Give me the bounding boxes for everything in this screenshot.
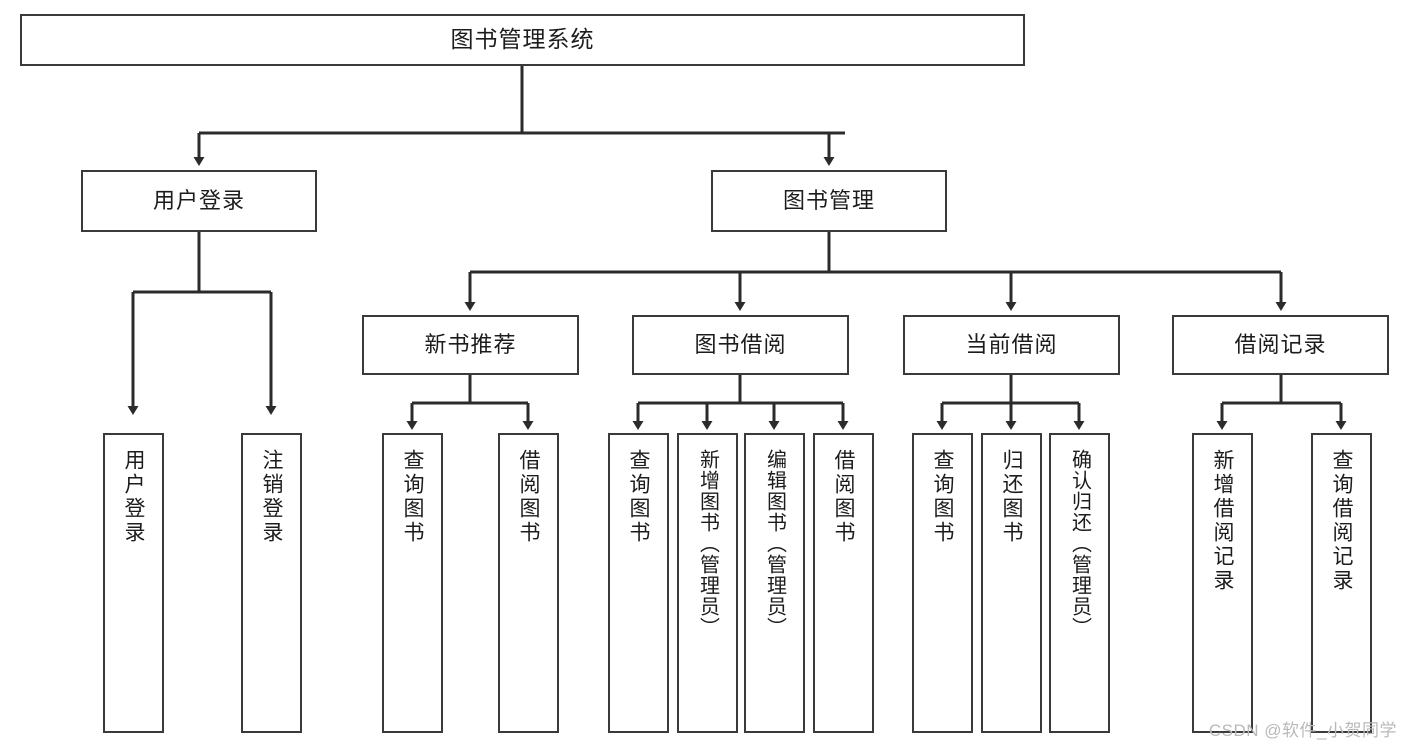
leaf-add-book-admin[interactable]: 新增图书（管理员） — [677, 433, 738, 733]
node-label: 查询图书 — [401, 449, 424, 545]
node-book-borrow[interactable]: 图书借阅 — [632, 315, 849, 375]
node-label: 图书管理系统 — [450, 26, 595, 53]
leaf-query-book-current[interactable]: 查询图书 — [912, 433, 973, 733]
node-label: 新增图书（管理员） — [696, 449, 719, 638]
node-label: 图书借阅 — [694, 331, 787, 357]
csdn-watermark: CSDN @软件_小贺同学 — [1208, 721, 1397, 740]
node-label: 编辑图书（管理员） — [763, 449, 786, 638]
node-label: 借阅图书 — [832, 449, 855, 545]
node-label: 归还图书 — [1000, 449, 1023, 545]
node-label: 新增借阅记录 — [1211, 449, 1234, 593]
node-label: 用户登录 — [122, 449, 145, 545]
leaf-edit-book-admin[interactable]: 编辑图书（管理员） — [744, 433, 805, 733]
leaf-logout[interactable]: 注销登录 — [241, 433, 302, 733]
leaf-add-borrow-record[interactable]: 新增借阅记录 — [1192, 433, 1253, 733]
node-label: 查询借阅记录 — [1330, 449, 1353, 593]
node-label: 确认归还（管理员） — [1068, 449, 1091, 638]
node-label: 查询图书 — [931, 449, 954, 545]
node-label: 借阅图书 — [517, 449, 540, 545]
node-borrow-record[interactable]: 借阅记录 — [1172, 315, 1389, 375]
leaf-query-book-borrow[interactable]: 查询图书 — [608, 433, 669, 733]
node-label: 注销登录 — [260, 449, 283, 545]
leaf-query-borrow-record[interactable]: 查询借阅记录 — [1311, 433, 1372, 733]
node-label: 借阅记录 — [1234, 331, 1327, 357]
node-book-management[interactable]: 图书管理 — [711, 170, 947, 232]
leaf-borrow-book[interactable]: 借阅图书 — [813, 433, 874, 733]
leaf-confirm-return-admin[interactable]: 确认归还（管理员） — [1049, 433, 1110, 733]
node-user-login[interactable]: 用户登录 — [81, 170, 317, 232]
node-label: 当前借阅 — [965, 331, 1058, 357]
node-current-borrow[interactable]: 当前借阅 — [903, 315, 1120, 375]
node-label: 图书管理 — [782, 187, 875, 213]
node-root-library-management-system[interactable]: 图书管理系统 — [20, 14, 1025, 66]
node-label: 查询图书 — [627, 449, 650, 545]
node-label: 新书推荐 — [424, 331, 517, 357]
leaf-borrow-book-recommend[interactable]: 借阅图书 — [498, 433, 559, 733]
leaf-query-book-recommend[interactable]: 查询图书 — [382, 433, 443, 733]
node-new-book-recommend[interactable]: 新书推荐 — [362, 315, 579, 375]
leaf-user-login[interactable]: 用户登录 — [103, 433, 164, 733]
node-label: 用户登录 — [152, 187, 245, 213]
leaf-return-book[interactable]: 归还图书 — [981, 433, 1042, 733]
